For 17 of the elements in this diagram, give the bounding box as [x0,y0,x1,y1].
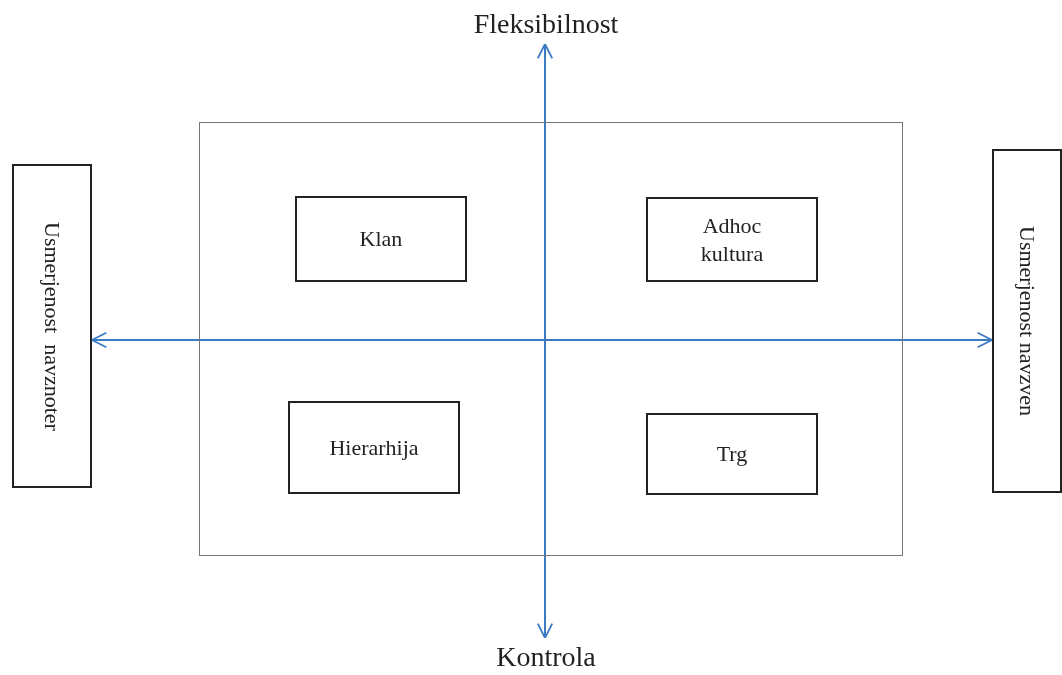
box-label: Usmerjenost navzven [1013,226,1041,416]
culture-box [646,197,818,282]
axis-label: Fleksibilnost [473,6,619,41]
orientation-box [12,164,92,488]
culture-box [295,196,467,282]
culture-box [288,401,460,494]
axis-label: Kontrola [496,639,596,674]
box-label: Adhoc kultura [699,212,765,267]
culture-box [646,413,818,495]
double-arrow [91,331,993,349]
double-arrow [536,43,554,639]
orientation-box [992,149,1062,493]
box-label: Hierarhija [329,433,419,462]
box-label: Usmerjenost navznoter [38,221,66,431]
box-label: Trg [716,440,748,468]
quadrant-frame [199,122,903,556]
box-label: Klan [359,225,403,253]
